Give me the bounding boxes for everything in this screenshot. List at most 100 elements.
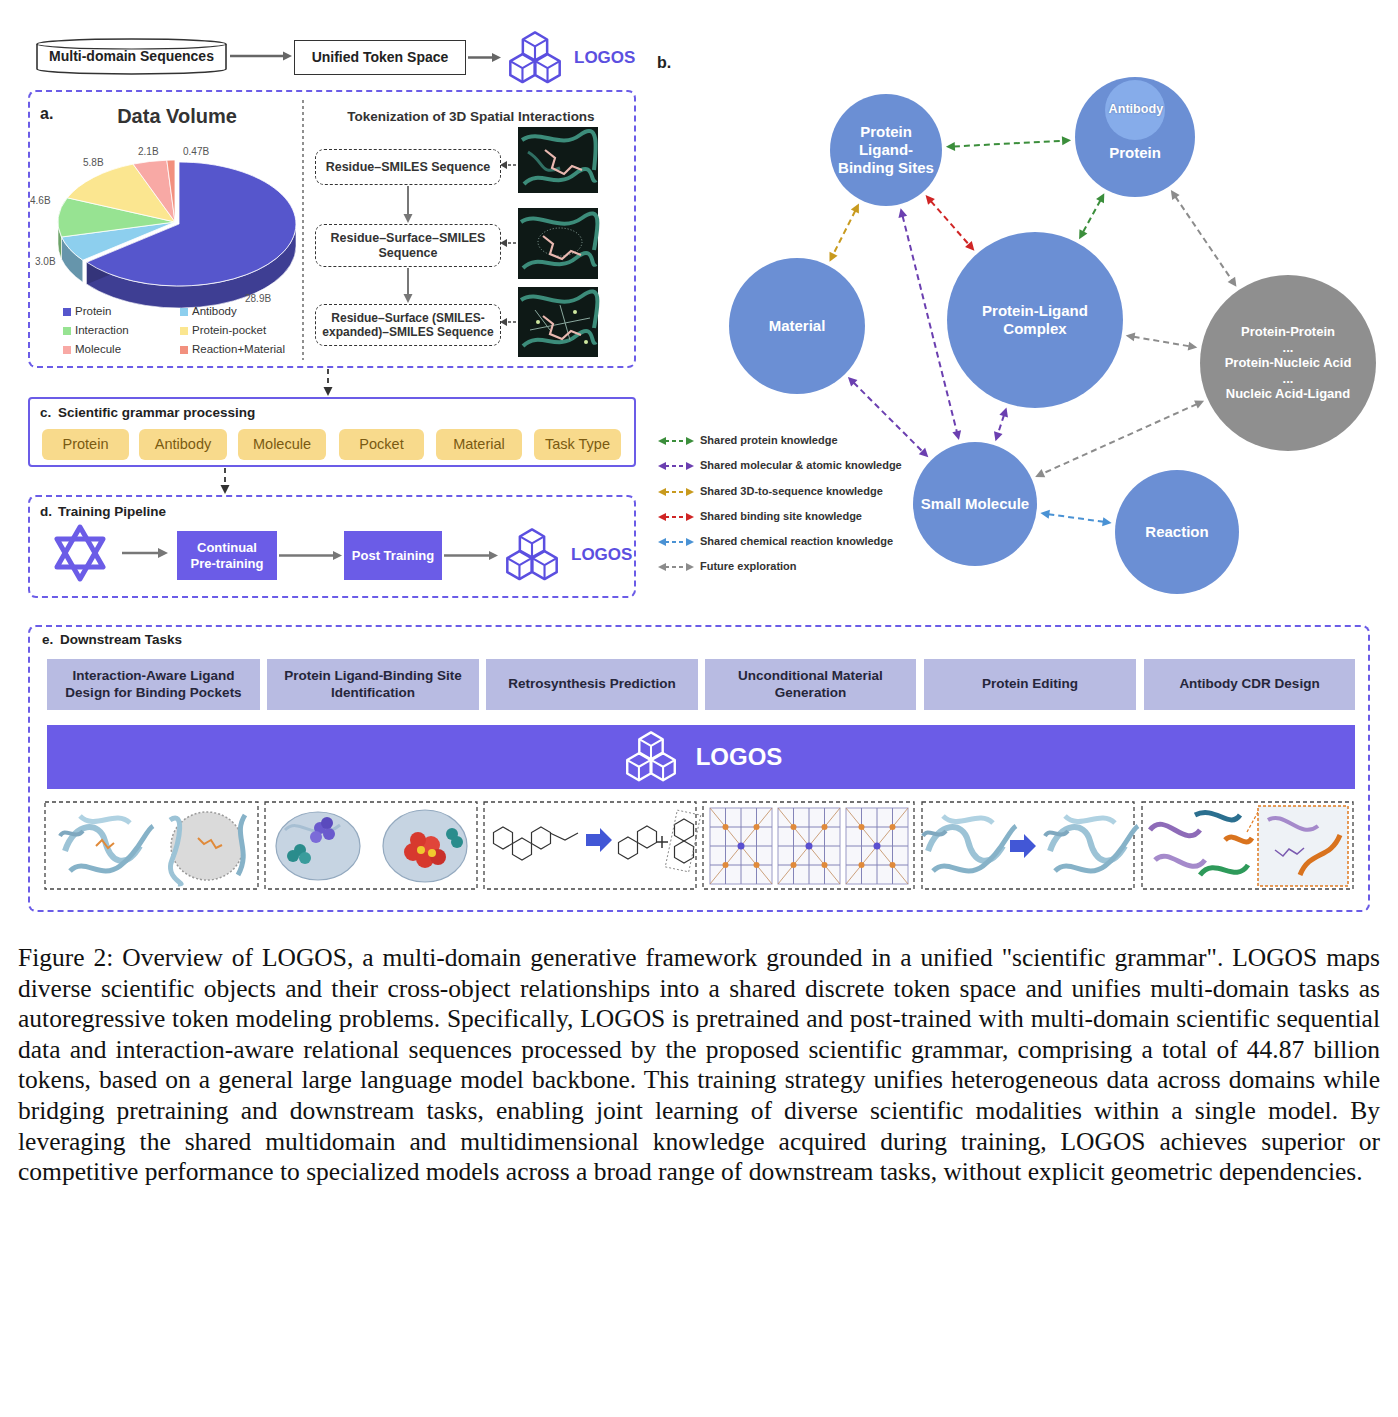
panel-box: d.Training PipelineContinual Pre-trainin… <box>28 495 636 598</box>
arrow-head <box>686 538 694 546</box>
label-text: c. <box>40 405 51 421</box>
grammar-chip: Task Type <box>534 429 621 460</box>
text-area: Unified Token Space <box>301 44 459 71</box>
process-box: Unified Token Space <box>294 40 466 75</box>
task-illustration <box>1300 835 1340 875</box>
arrow-head <box>492 53 501 62</box>
legend-item: Protein-pocket <box>180 324 266 338</box>
connector <box>1035 400 1204 477</box>
legend-swatch <box>63 308 71 316</box>
task-illustration <box>675 841 694 863</box>
label-text: Post Training <box>352 548 434 564</box>
connector-line <box>1175 197 1232 281</box>
arrow-head <box>1096 193 1104 203</box>
label-text: Protein <box>63 436 109 453</box>
connector <box>324 369 333 396</box>
structure-image <box>530 305 590 340</box>
task-box: Antibody CDR Design <box>1144 659 1355 710</box>
connector-line <box>931 201 969 245</box>
logo-icon <box>503 31 567 85</box>
arrow-head <box>999 407 1008 417</box>
label-slot: 2.1B <box>138 146 159 158</box>
label-text: Retrosynthesis Prediction <box>508 676 675 692</box>
connector-line <box>407 186 409 215</box>
legend-dash <box>665 516 687 518</box>
legend-swatch <box>63 346 71 354</box>
input-cylinder: Multi-domain Sequences <box>35 37 228 75</box>
label-text: Residue–Surface–SMILES Sequence <box>322 231 494 261</box>
leader-arrow <box>500 161 516 326</box>
legend-line <box>657 561 695 573</box>
legend-item: Shared chemical reaction knowledge <box>657 535 893 548</box>
label-text: LOGOS <box>571 545 632 565</box>
legend-dash <box>665 440 687 442</box>
label-text: Antibody <box>155 436 211 453</box>
task-illustration <box>1275 848 1304 856</box>
text-area: Antibody <box>145 432 221 457</box>
legend-text: Shared molecular & atomic knowledge <box>700 459 902 472</box>
arrow-head <box>898 208 907 218</box>
value-label: 2.1B <box>138 146 159 158</box>
label-text: Protein <box>1075 144 1195 162</box>
task-illustration <box>383 810 467 882</box>
grammar-chip: Molecule <box>238 429 326 460</box>
label-text: Unconditional Material Generation <box>711 668 910 700</box>
backbone-logo <box>57 527 168 579</box>
label-text: Residue–Surface (SMILES-expanded)–SMILES… <box>322 311 494 340</box>
task-illustration <box>665 810 701 872</box>
arrow-head <box>965 241 974 251</box>
domain-circle: Small Molecule <box>913 442 1037 566</box>
label-text: ... <box>1283 371 1294 387</box>
backbone-logo <box>57 539 103 579</box>
label-text: Protein-Ligand Complex <box>958 302 1113 338</box>
task-illustration <box>1142 802 1353 889</box>
structure-image <box>521 213 597 250</box>
legend-dash <box>665 566 687 568</box>
connector-line <box>1042 404 1196 474</box>
legend-text: Shared 3D-to-sequence knowledge <box>700 485 883 498</box>
connector-line <box>279 554 334 557</box>
task-illustration <box>846 808 908 884</box>
domain-circle: Protein Ligand-Binding Sites <box>830 94 942 206</box>
connector-line <box>833 211 855 255</box>
label-text: Material <box>453 436 505 453</box>
label-text: Protein Ligand-Binding Site Identificati… <box>273 668 473 700</box>
task-illustration <box>238 815 245 875</box>
connector <box>404 268 413 303</box>
pie-slice <box>167 160 175 222</box>
label-slot: 0.47B <box>183 146 209 158</box>
text-area: Residue–Surface–SMILES Sequence <box>322 228 494 263</box>
connector-line <box>444 554 490 557</box>
arrow-head <box>1188 342 1198 351</box>
task-box: Protein Ligand-Binding Site Identificati… <box>267 659 479 710</box>
structure-image <box>528 152 560 170</box>
legend-item: Future exploration <box>657 560 797 573</box>
label-text: Unified Token Space <box>312 49 449 66</box>
task-illustration <box>451 836 463 848</box>
structure-image <box>543 236 581 259</box>
cube-edge <box>651 760 674 780</box>
legend-line <box>657 435 695 447</box>
task-illustration <box>265 802 477 889</box>
text-area: Residue–SMILES Sequence <box>322 153 494 181</box>
connector <box>1079 193 1104 239</box>
arrow-head <box>658 462 666 470</box>
legend-text: Future exploration <box>700 560 797 573</box>
domain-circle: Reaction <box>1115 470 1239 594</box>
task-illustration <box>198 838 222 848</box>
grammar-chip: Material <box>436 429 522 460</box>
stage-box: Continual Pre-training <box>177 531 277 580</box>
task-illustration <box>96 840 114 848</box>
label-text: Tokenization of 3D Spatial Interactions <box>310 109 632 125</box>
leader-arrow <box>506 242 516 244</box>
leader-arrow <box>500 239 507 247</box>
task-illustration <box>778 808 840 884</box>
structure-image <box>536 320 540 324</box>
arrow-head <box>952 430 961 440</box>
label-text: Pocket <box>359 436 403 453</box>
stage-box: Post Training <box>344 531 442 580</box>
caption-text: Figure 2: Overview of LOGOS, a multi-dom… <box>18 943 1380 1188</box>
connector <box>946 136 1071 151</box>
arrow-head <box>686 513 694 521</box>
label-text: Training Pipeline <box>58 504 166 520</box>
